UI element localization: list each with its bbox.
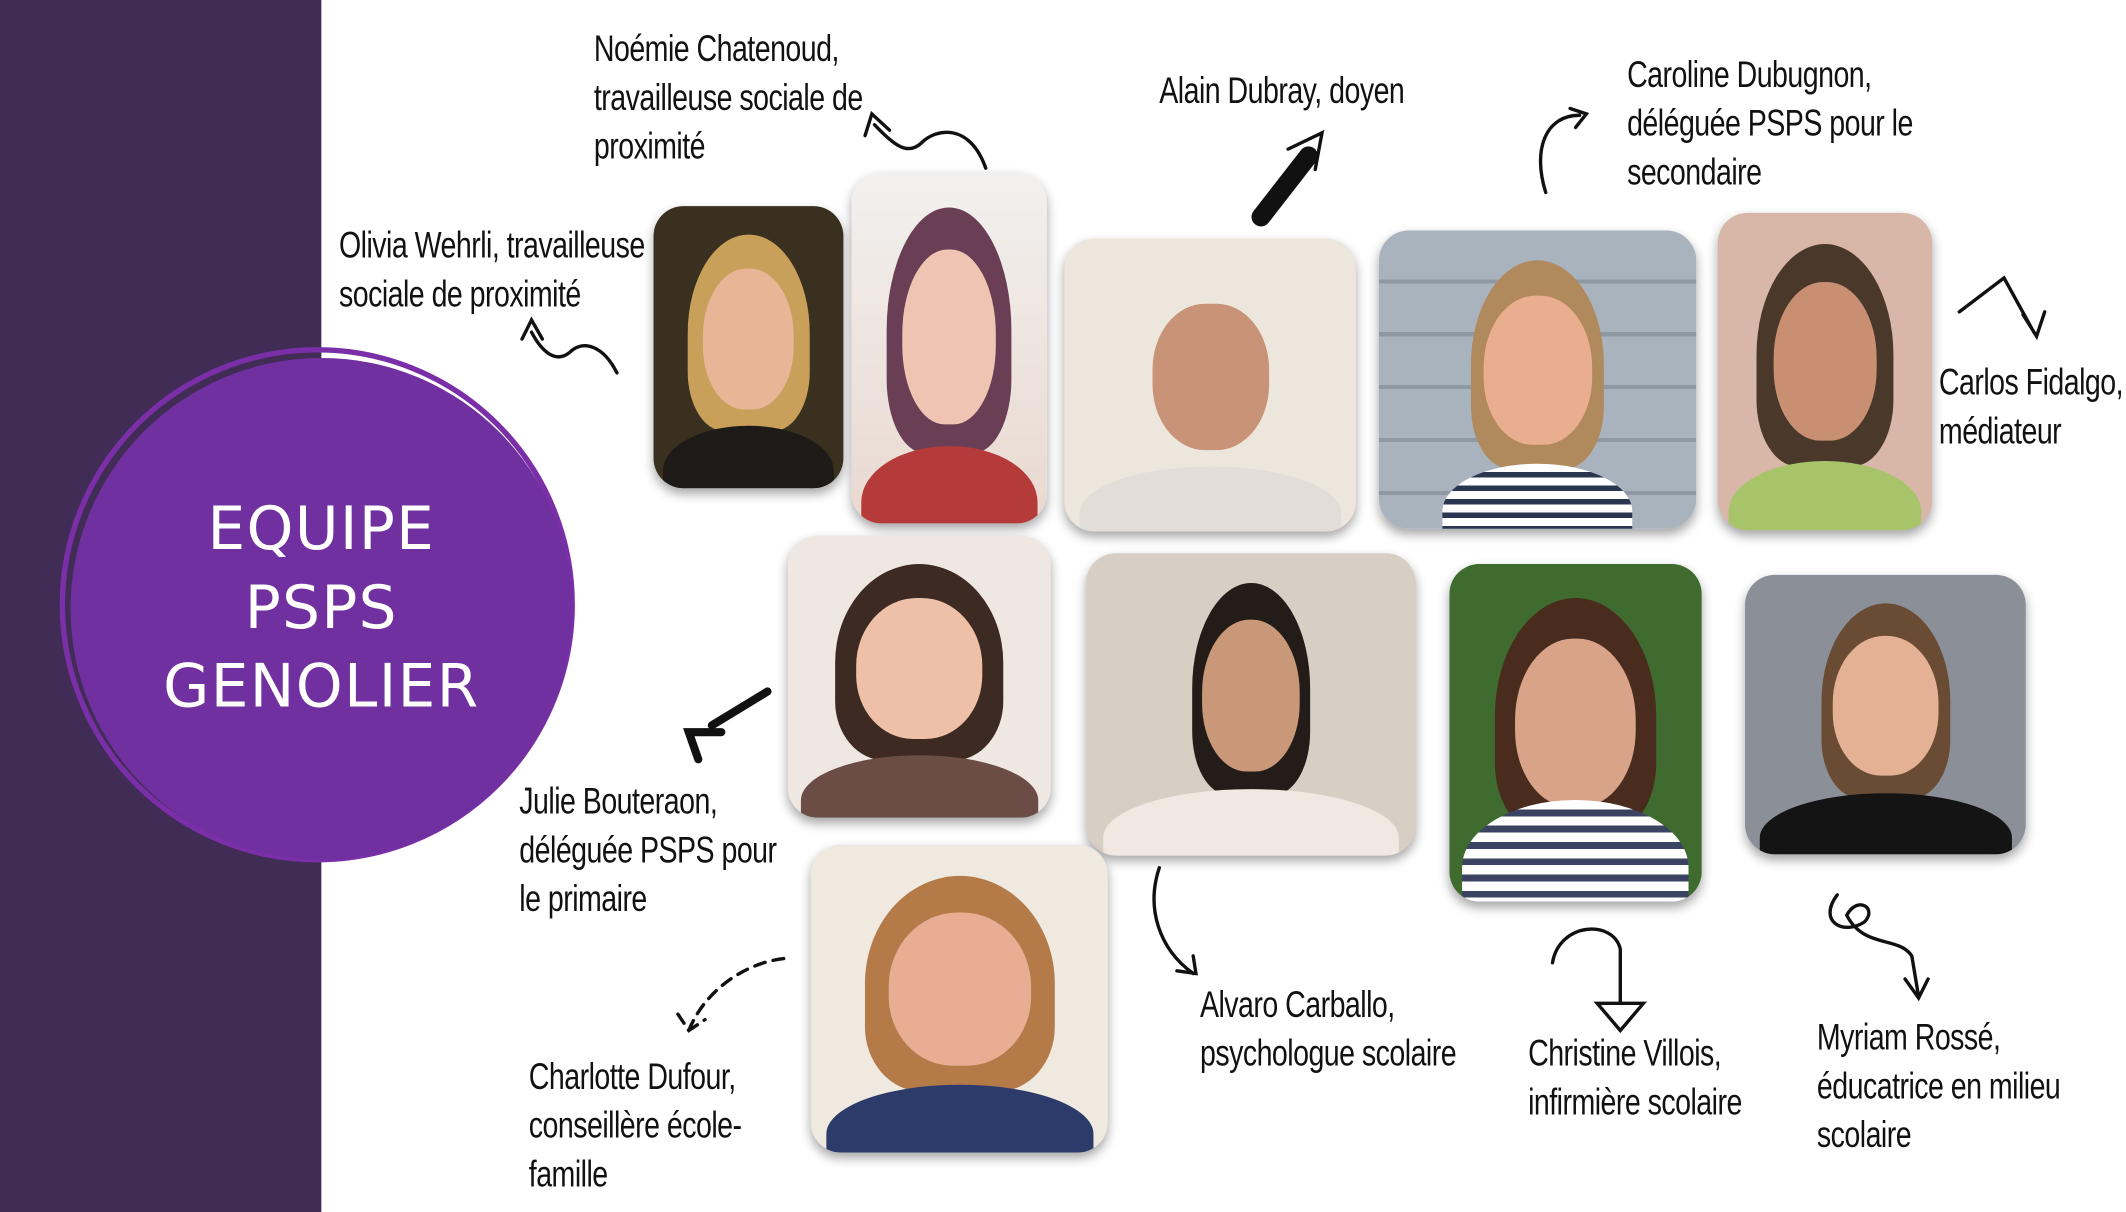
photo-myriam <box>1745 574 2026 855</box>
label-line: Julie Bouteraon, <box>519 780 718 822</box>
arrow-icon <box>1152 866 1198 976</box>
title-line: PSPS <box>244 573 398 643</box>
label-myriam: Myriam Rossé, éducatrice en milieu scola… <box>1816 1013 2061 1159</box>
label-line: Charlotte Dufour, <box>528 1056 736 1097</box>
photo-alvaro <box>1086 553 1416 856</box>
arrow-icon <box>1538 106 1590 195</box>
label-line: Noémie Chatenoud, <box>593 28 840 70</box>
label-line: Caroline Dubugnon, <box>1627 54 1872 95</box>
label-line: le primaire <box>519 878 647 920</box>
arrow-icon <box>683 687 772 764</box>
arrow-icon <box>520 316 619 375</box>
label-line: sociale de proximité <box>338 273 581 315</box>
arrow-icon <box>1550 927 1648 1034</box>
arrow-icon <box>863 110 988 170</box>
label-julie: Julie Bouteraon, déléguée PSPS pour le p… <box>519 777 777 923</box>
photo-julie <box>787 535 1051 818</box>
photo-charlotte <box>810 844 1108 1153</box>
label-line: Alain Dubray, doyen <box>1159 70 1405 112</box>
label-line: psychologue scolaire <box>1199 1033 1457 1074</box>
label-line: conseillère école- <box>528 1105 742 1146</box>
label-line: travailleuse sociale de <box>593 77 863 118</box>
arrow-icon <box>1251 146 1318 227</box>
label-alvaro: Alvaro Carballo, psychologue scolaire <box>1199 980 1457 1078</box>
label-alain: Alain Dubray, doyen <box>1159 66 1405 115</box>
photo-olivia <box>653 206 844 489</box>
label-carlos: Carlos Fidalgo, médiateur <box>1938 358 2124 456</box>
title-line: EQUIPE <box>207 494 436 565</box>
label-line: secondaire <box>1627 151 1762 193</box>
label-line: Christine Villois, <box>1528 1033 1722 1074</box>
label-line: déléguée PSPS pour <box>519 829 777 871</box>
label-olivia: Olivia Wehrli, travailleuse sociale de p… <box>339 221 645 319</box>
label-line: Alvaro Carballo, <box>1199 984 1395 1026</box>
photo-christine <box>1449 564 1702 902</box>
label-line: éducatrice en milieu <box>1816 1065 2061 1107</box>
photo-alain <box>1064 238 1356 532</box>
label-line: Myriam Rossé, <box>1816 1016 2001 1058</box>
label-line: famille <box>528 1153 608 1195</box>
label-line: infirmière scolaire <box>1528 1082 1742 1123</box>
label-line: déléguée PSPS pour le <box>1627 103 1913 144</box>
label-christine: Christine Villois, infirmière scolaire <box>1528 1029 1742 1127</box>
label-line: Olivia Wehrli, travailleuse <box>338 225 645 266</box>
label-line: Carlos Fidalgo, <box>1938 362 2124 403</box>
arrow-icon <box>676 956 786 1033</box>
arrow-icon <box>1286 129 1325 172</box>
title-circle: EQUIPE PSPS GENOLIER <box>70 357 573 860</box>
arrow-icon <box>1828 893 1930 1002</box>
label-line: scolaire <box>1816 1114 1912 1156</box>
photo-caroline <box>1378 230 1697 529</box>
label-line: proximité <box>593 126 706 167</box>
title-line: GENOLIER <box>163 652 480 722</box>
photo-carlos <box>1717 212 1933 531</box>
label-line: médiateur <box>1938 410 2062 452</box>
arrow-icon <box>1957 275 2047 341</box>
label-caroline: Caroline Dubugnon, déléguée PSPS pour le… <box>1627 50 1913 196</box>
label-charlotte: Charlotte Dufour, conseillère école- fam… <box>529 1052 742 1198</box>
photo-noemie <box>851 172 1047 524</box>
label-noemie: Noémie Chatenoud, travailleuse sociale d… <box>594 24 863 170</box>
